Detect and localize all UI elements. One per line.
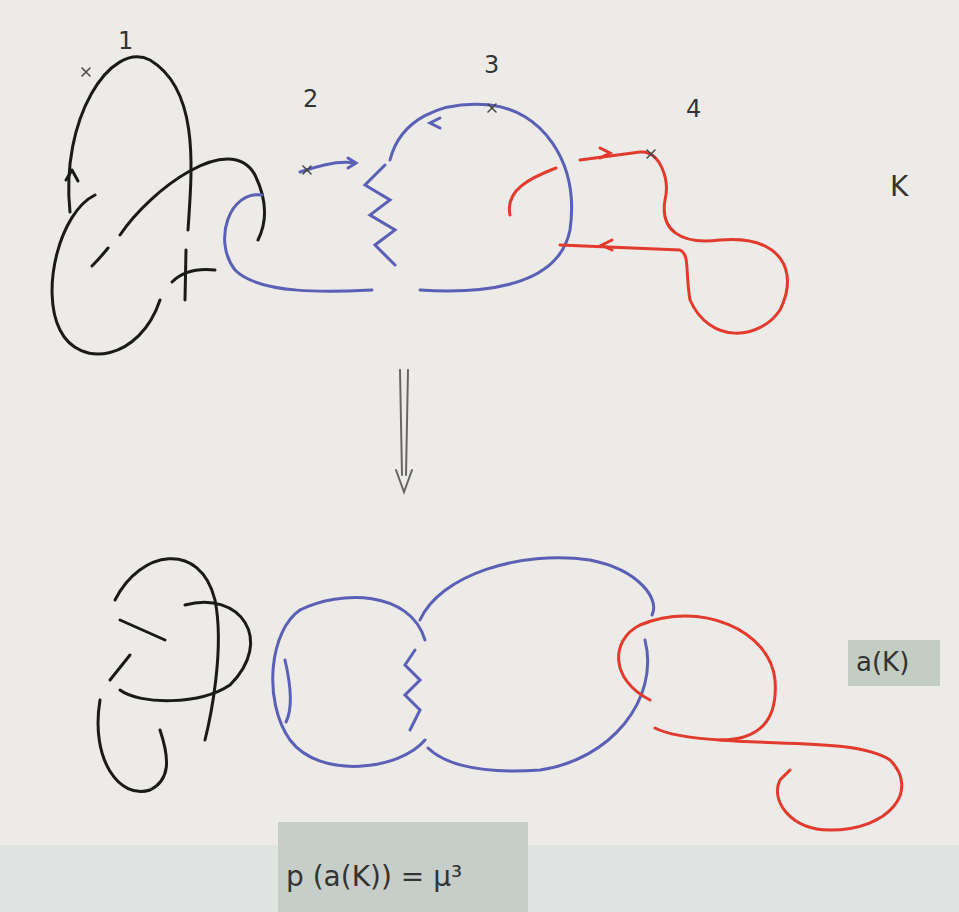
knot-name: K bbox=[890, 172, 908, 203]
down-arrow bbox=[396, 370, 412, 492]
formula: p (a(K)) = μ³ bbox=[286, 862, 462, 893]
callout-number: 1 bbox=[118, 28, 133, 54]
formula-patch bbox=[278, 822, 528, 912]
red-strand bbox=[509, 148, 787, 333]
trefoil-strand bbox=[52, 57, 265, 354]
base-point-mark bbox=[82, 68, 655, 174]
blue-strand bbox=[225, 104, 572, 291]
callout-number: 2 bbox=[303, 86, 318, 112]
knot-name: a(K) bbox=[856, 648, 909, 677]
callout-number: 4 bbox=[686, 96, 701, 122]
blue-strand bbox=[273, 558, 654, 771]
callout-number: 3 bbox=[484, 52, 499, 78]
label-patch bbox=[848, 640, 940, 686]
trefoil-strand bbox=[98, 559, 251, 792]
